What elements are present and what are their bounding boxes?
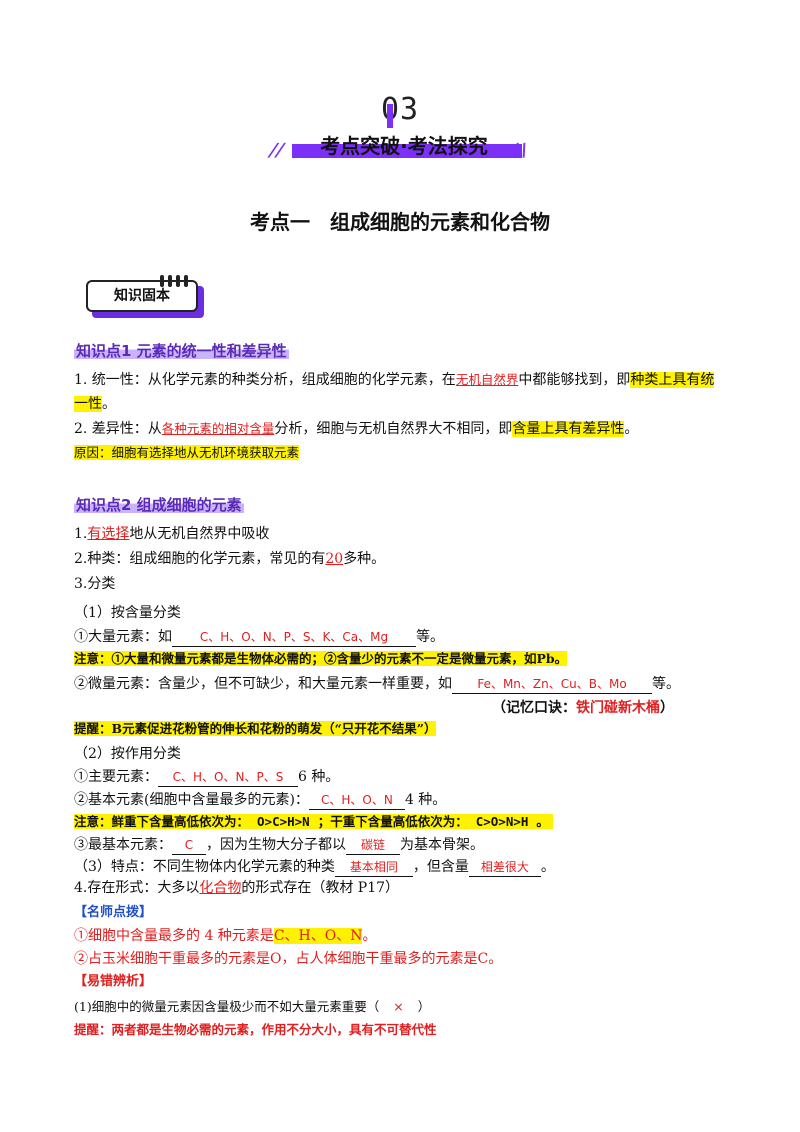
kp2-line4: （1）按含量分类 — [74, 605, 181, 621]
kp2-line3: 3.分类 — [74, 576, 116, 592]
banner-text: 考点突破·考法探究 — [320, 134, 488, 158]
memory-tip: （记忆口诀：铁门碰新木桶） — [492, 700, 674, 716]
kp2-line5: （2）按作用分类 — [74, 746, 181, 762]
note-1: 注意：①大量和微量元素都是生物体必需的；②含量少的元素不一定是微量元素，如Pb。 — [74, 651, 568, 666]
existence-form: 4.存在形式：大多以化合物的形式存在（教材 P17） — [74, 880, 400, 896]
kp2-heading: 知识点2 组成细胞的元素 — [74, 494, 244, 515]
tip-2: ②占玉米细胞干重最多的元素是O，占人体细胞干重最多的元素是C。 — [74, 951, 503, 967]
feature-line: （3）特点：不同生物体内化学元素的种类基本相同，但含量相差很大。 — [74, 859, 555, 877]
knowledge-box-label: 知识固本 — [86, 280, 198, 312]
error-question-1: (1)细胞中的微量元素因含量极少而不如大量元素重要（×） — [74, 999, 431, 1014]
error-remind: 提醒：两者都是生物必需的元素，作用不分大小，具有不可替代性 — [74, 1022, 437, 1037]
kp1-line1-cont: 一性。 — [74, 396, 116, 412]
kp2-line1: 1.有选择地从无机自然界中吸收 — [74, 526, 270, 542]
kp1-line2: 2. 差异性：从各种元素的相对含量分析，细胞与无机自然界大不相同，即含量上具有差… — [74, 421, 639, 437]
remind-b: 提醒：B元素促进花粉管的伸长和花粉的萌发（“只开花不结果”） — [74, 721, 437, 736]
banner-bar — [292, 144, 522, 158]
section-banner: 考点突破·考法探究 — [288, 130, 522, 160]
kp1-heading: 知识点1 元素的统一性和差异性 — [74, 340, 289, 361]
kp1-reason: 原因：细胞有选择地从无机环境获取元素 — [74, 445, 300, 460]
number-accent — [387, 104, 393, 128]
most-basic-element: ③最基本元素：C，因为生物大分子都以碳链为基本骨架。 — [74, 837, 484, 855]
knowledge-box: 知识固本 — [86, 275, 204, 318]
notebook-rings-icon — [160, 272, 200, 287]
note-2: 注意：鲜重下含量高低依次为：O>C>H>N；干重下含量高低依次为：C>O>N>H… — [74, 811, 554, 833]
section-number: 03 — [380, 92, 420, 128]
errors-heading: 【易错辨析】 — [74, 974, 153, 989]
tips-heading: 【名师点拨】 — [74, 905, 153, 920]
tip-1: ①细胞中含量最多的 4 种元素是C、H、O、N。 — [74, 928, 377, 944]
banner-slash-left: // — [266, 140, 287, 161]
kp2-line2: 2.种类：组成细胞的化学元素，常见的有20多种。 — [74, 551, 386, 567]
page-title: 考点一组成细胞的元素和化合物 — [250, 210, 550, 234]
kp1-line1: 1. 统一性：从化学元素的种类分析，组成细胞的化学元素，在无机自然界中都能够找到… — [74, 372, 715, 388]
